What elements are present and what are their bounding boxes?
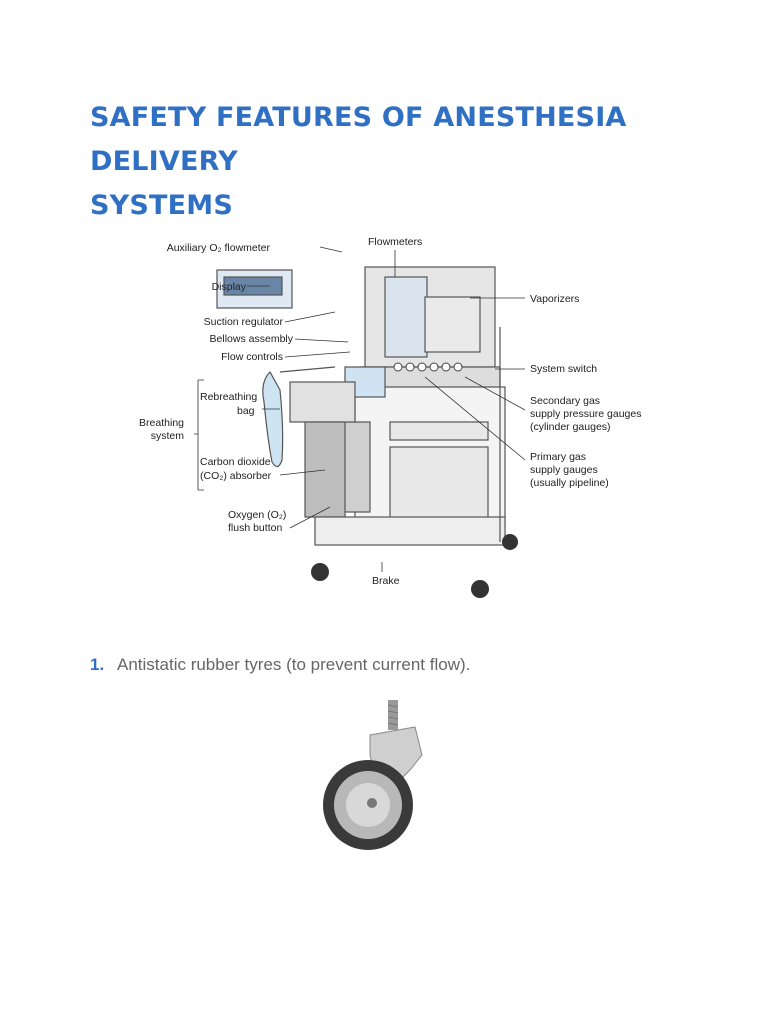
label-suction-regulator: Suction regulator xyxy=(204,316,284,328)
anesthesia-machine-illustration: Auxiliary O₂ flowmeter Flowmeters Displa… xyxy=(120,222,660,612)
caster-wheel-illustration xyxy=(310,695,430,855)
label-vaporizers: Vaporizers xyxy=(530,293,579,305)
label-aux-o2-flowmeter: Auxiliary O₂ flowmeter xyxy=(167,242,271,254)
caster-wheel-image xyxy=(310,695,430,855)
label-secondary-gas-2: supply pressure gauges xyxy=(530,408,642,420)
anesthesia-machine-diagram: Auxiliary O₂ flowmeter Flowmeters Displa… xyxy=(120,222,660,612)
label-o2-flush-2: flush button xyxy=(228,522,282,534)
label-co2-absorber-2: (CO₂) absorber xyxy=(200,470,272,482)
label-rebreathing-bag-1: Rebreathing xyxy=(200,391,257,403)
page-title-line-2: SYSTEMS xyxy=(90,190,233,221)
label-breathing-system-2: system xyxy=(151,430,185,442)
label-primary-gas-3: (usually pipeline) xyxy=(530,477,609,489)
label-co2-absorber-1: Carbon dioxide xyxy=(200,456,271,468)
list-item-number: 1. xyxy=(90,655,117,675)
list-item-text: Antistatic rubber tyres (to prevent curr… xyxy=(117,655,470,674)
label-brake: Brake xyxy=(372,575,400,587)
label-rebreathing-bag-2: bag xyxy=(237,405,255,417)
label-o2-flush-1: Oxygen (O₂) xyxy=(228,509,286,521)
label-display: Display xyxy=(212,281,247,293)
label-secondary-gas-3: (cylinder gauges) xyxy=(530,421,611,433)
list-item: 1.Antistatic rubber tyres (to prevent cu… xyxy=(90,655,470,675)
label-system-switch: System switch xyxy=(530,363,597,375)
page-title-line-1: SAFETY FEATURES OF ANESTHESIA DELIVERY xyxy=(90,102,627,177)
label-primary-gas-2: supply gauges xyxy=(530,464,598,476)
page-title: SAFETY FEATURES OF ANESTHESIA DELIVERY S… xyxy=(90,96,730,228)
label-flowmeters: Flowmeters xyxy=(368,236,422,248)
label-breathing-system-1: Breathing xyxy=(139,417,184,429)
label-bellows-assembly: Bellows assembly xyxy=(210,333,294,345)
label-secondary-gas-1: Secondary gas xyxy=(530,395,600,407)
label-primary-gas-1: Primary gas xyxy=(530,451,586,463)
label-flow-controls: Flow controls xyxy=(221,351,283,363)
